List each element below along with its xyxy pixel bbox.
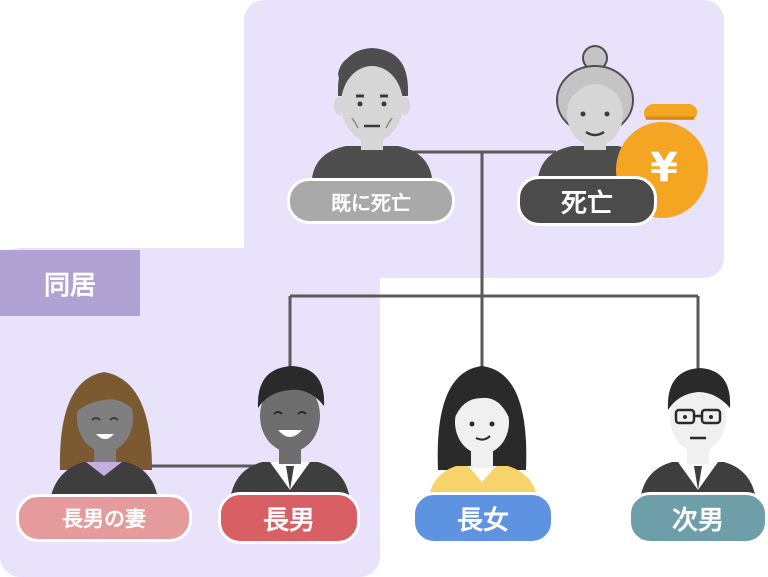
woman-icon [50, 372, 158, 500]
cohabit-tag: 同居 [0, 250, 140, 316]
man-icon [230, 366, 350, 500]
eldest-daughter-label: 長女 [412, 492, 554, 544]
wife-label: 長男の妻 [16, 494, 192, 542]
eldest-son-label: 長男 [218, 492, 360, 544]
man-with-glasses-icon [640, 368, 756, 500]
elderly-man-icon [312, 48, 432, 178]
money-symbol: ¥ [650, 145, 678, 191]
connection-lines [138, 150, 700, 468]
grandmother-label: 死亡 [517, 176, 657, 226]
woman-icon [428, 366, 538, 500]
grandfather-label: 既に死亡 [287, 178, 455, 224]
second-son-label: 次男 [628, 492, 768, 544]
